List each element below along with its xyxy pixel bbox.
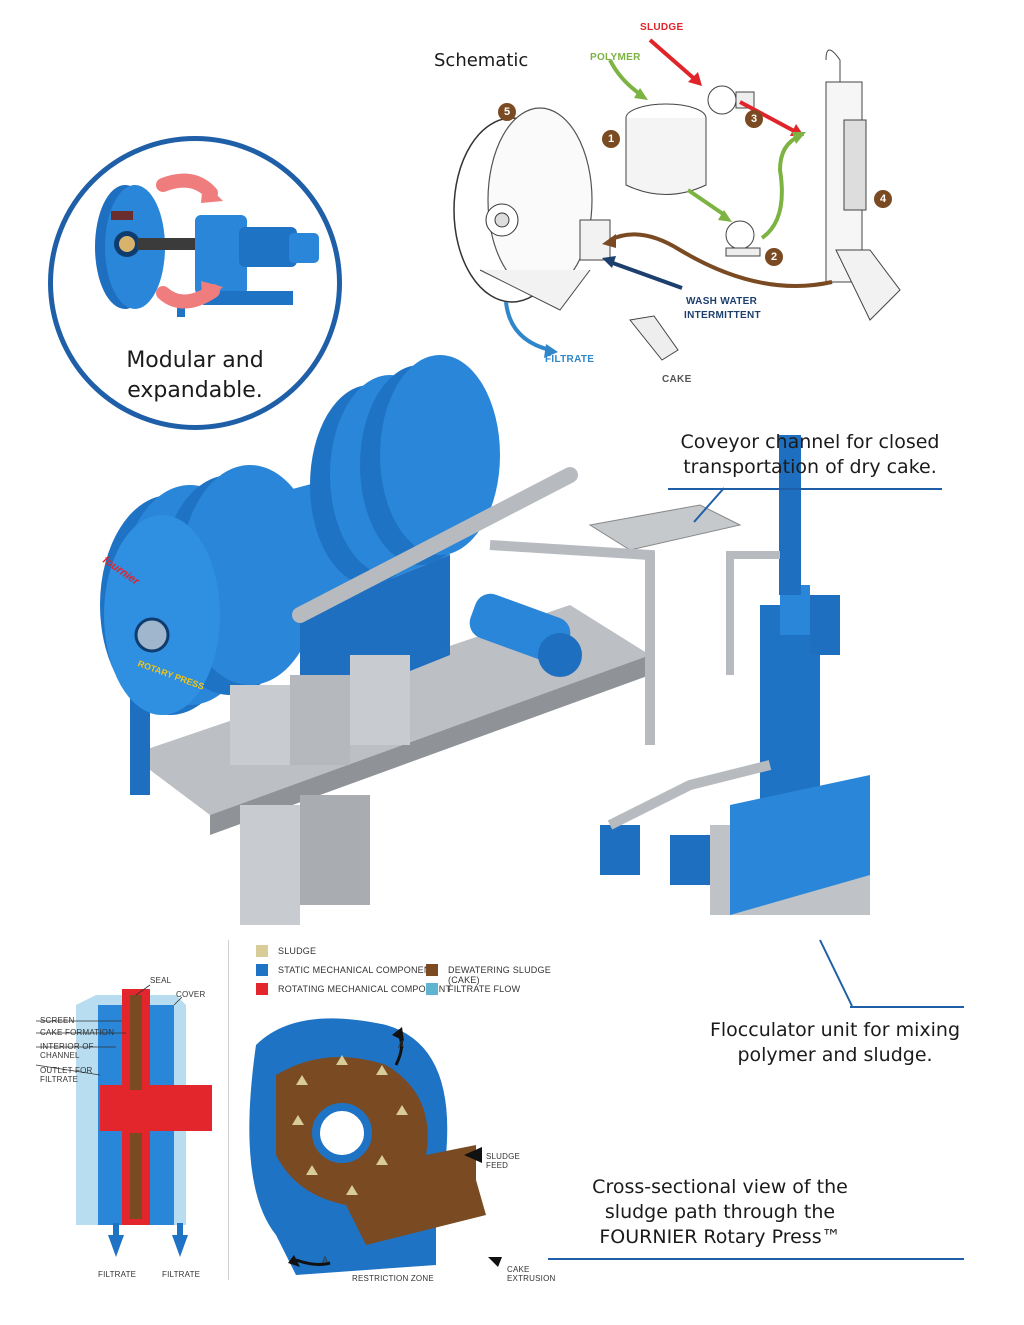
schematic-label-wash-water: WASH WATER bbox=[686, 296, 758, 307]
schematic-number-2: 2 bbox=[765, 248, 783, 266]
wheel-label-sludge-feed: SLUDGE bbox=[486, 1152, 521, 1161]
legend-label-rotating: ROTATING MECHANICAL COMPONENT bbox=[278, 984, 452, 994]
section-label-channel: CHANNEL bbox=[40, 1051, 80, 1060]
wheel-label-cake: CAKE bbox=[507, 1265, 530, 1274]
schematic-diagram bbox=[453, 38, 901, 361]
schematic-title: Schematic bbox=[434, 50, 529, 71]
wheel-label-restriction: RESTRICTION ZONE bbox=[352, 1274, 434, 1283]
schematic-label-cake: CAKE bbox=[662, 374, 692, 385]
section-label-filtrate-right: FILTRATE bbox=[162, 1270, 201, 1279]
schematic-number-4: 4 bbox=[874, 190, 892, 208]
rotary-press-illustration bbox=[100, 355, 870, 925]
wheel-label-a-bottom: A bbox=[322, 1255, 329, 1265]
cross-section-callout-line1: Cross-sectional view of the bbox=[592, 1176, 848, 1198]
legend-swatch-filtrate bbox=[426, 983, 438, 995]
section-label-cake-formation: CAKE FORMATION bbox=[40, 1028, 115, 1037]
modular-caption-line2: expandable. bbox=[127, 378, 263, 403]
wheel-label-a-top: A bbox=[398, 1040, 405, 1050]
legend-swatch-static bbox=[256, 964, 268, 976]
legend-label-cake: DEWATERING SLUDGE (CAKE) bbox=[448, 965, 551, 985]
flocculator-callout-leader bbox=[819, 939, 853, 1007]
section-label-filtrate-left: FILTRATE bbox=[98, 1270, 137, 1279]
wheel-label-feed: FEED bbox=[486, 1161, 509, 1170]
legend-label-filtrate: FILTRATE FLOW bbox=[448, 984, 521, 994]
legend-swatch-sludge bbox=[256, 945, 268, 957]
section-label-outlet: OUTLET FOR bbox=[40, 1066, 93, 1075]
conveyor-callout-rule bbox=[668, 488, 942, 490]
flocculator-callout-rule bbox=[850, 1006, 964, 1008]
section-label-screen: SCREEN bbox=[40, 1016, 75, 1025]
schematic-number-5: 5 bbox=[498, 103, 516, 121]
cross-section-callout-line2: sludge path through the bbox=[604, 1201, 836, 1223]
section-label-cover: COVER bbox=[176, 990, 206, 999]
schematic-label-intermittent: INTERMITTENT bbox=[684, 310, 761, 321]
section-label-interior: INTERIOR OF bbox=[40, 1042, 94, 1051]
section-label-outlet-filtrate: FILTRATE bbox=[40, 1075, 79, 1084]
legend-divider bbox=[228, 940, 229, 1280]
legend-swatch-cake bbox=[426, 964, 438, 976]
modular-inset: Modular and expandable. bbox=[48, 136, 342, 430]
modular-caption-line1: Modular and bbox=[126, 348, 264, 373]
conveyor-callout-line2: transportation of dry cake. bbox=[683, 456, 937, 478]
wheel-label-extrusion: EXTRUSION bbox=[507, 1274, 556, 1283]
legend-label-sludge: SLUDGE bbox=[278, 946, 317, 956]
schematic-label-polymer: POLYMER bbox=[590, 52, 641, 63]
conveyor-callout-leader bbox=[693, 487, 725, 523]
legend: SLUDGE STATIC MECHANICAL COMPONENT ROTAT… bbox=[256, 945, 576, 1005]
schematic-number-1: 1 bbox=[602, 130, 620, 148]
section-view-diagram bbox=[36, 984, 212, 1257]
cross-section-callout-line3: FOURNIER Rotary Press™ bbox=[599, 1226, 841, 1248]
section-label-seal: SEAL bbox=[150, 976, 172, 985]
schematic-label-sludge: SLUDGE bbox=[640, 22, 684, 33]
wheel-view-diagram bbox=[249, 1018, 502, 1275]
modular-illustration bbox=[95, 173, 319, 317]
schematic-label-filtrate: FILTRATE bbox=[545, 354, 595, 365]
flocculator-callout-line1: Flocculator unit for mixing bbox=[709, 1019, 961, 1041]
legend-label-static: STATIC MECHANICAL COMPONENT bbox=[278, 965, 437, 975]
legend-swatch-rotating bbox=[256, 983, 268, 995]
flocculator-callout-line2: polymer and sludge. bbox=[737, 1044, 933, 1066]
schematic-number-3: 3 bbox=[745, 110, 763, 128]
conveyor-callout-line1: Coveyor channel for closed bbox=[680, 431, 940, 453]
cross-section-callout-rule bbox=[548, 1258, 964, 1260]
